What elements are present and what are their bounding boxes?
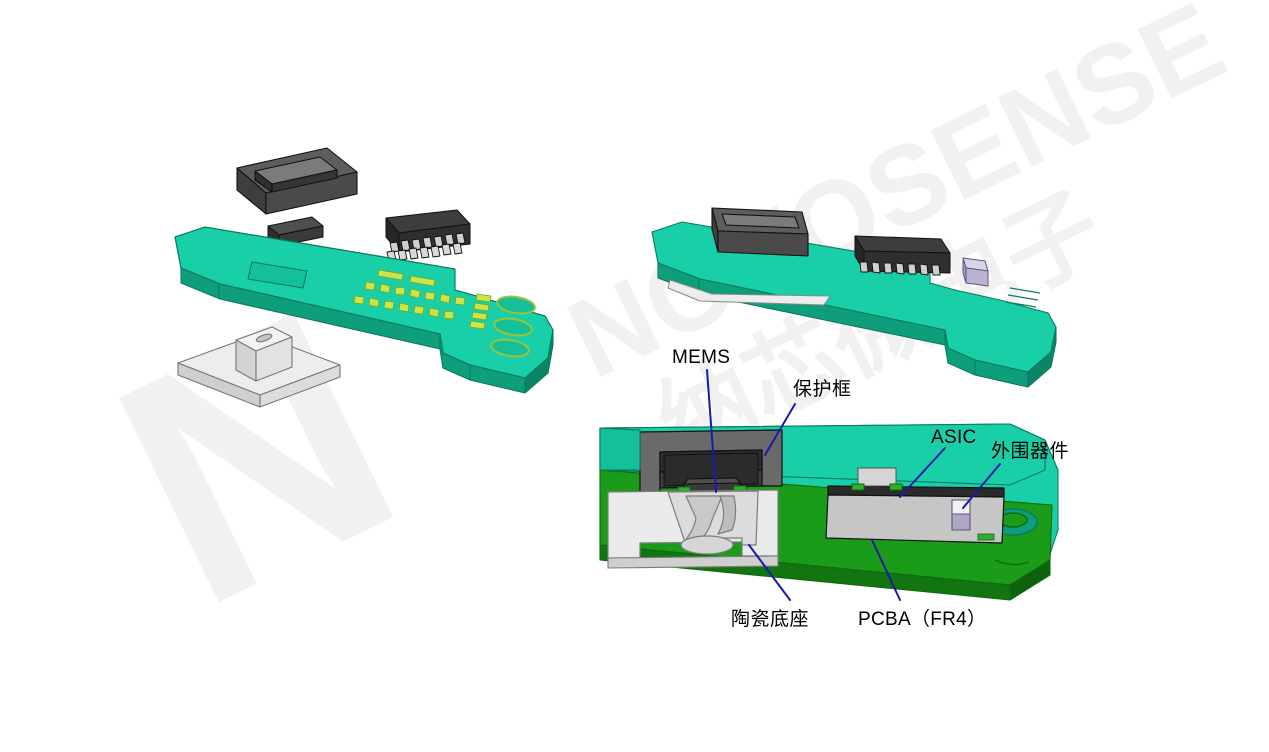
leader-line-protective_frame	[764, 403, 796, 456]
protective-frame-part	[236, 147, 358, 215]
ceramic-base-part	[177, 326, 341, 408]
callout-label-peripheral_components: 外围器件	[991, 441, 1070, 462]
assembled-view-group	[651, 207, 1057, 388]
leader-line-pcba	[871, 539, 901, 601]
callout-label-ceramic_base: 陶瓷底座	[731, 609, 810, 630]
asic-package-part	[385, 209, 471, 262]
cross-section-view-group	[599, 423, 1059, 601]
callout-label-pcba: PCBA（FR4）	[858, 609, 987, 630]
leader-line-peripheral_components	[962, 463, 1001, 509]
callout-label-asic: ASIC	[931, 427, 977, 448]
leader-line-asic	[899, 447, 946, 498]
callout-label-protective_frame: 保护框	[793, 379, 852, 400]
leader-lines-group	[706, 369, 1001, 601]
leader-line-ceramic_base	[748, 544, 791, 601]
exploded-view-group	[174, 147, 554, 408]
pcba-board-part	[174, 226, 554, 394]
callout-label-mems: MEMS	[672, 347, 731, 368]
leader-line-mems	[706, 369, 717, 493]
